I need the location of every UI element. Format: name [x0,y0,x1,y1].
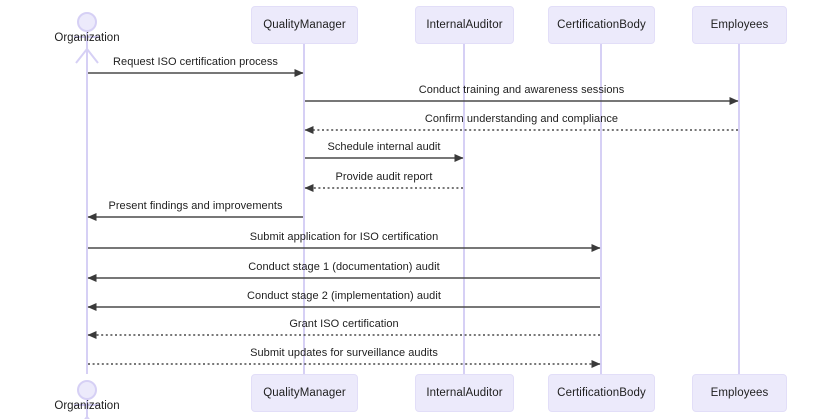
participant-box-employees-bottom[interactable]: Employees [692,374,787,412]
participant-label-qualitymanager: QualityManager [263,387,346,399]
participant-label-certificationbody: CertificationBody [557,387,646,399]
participant-label-internalauditor: InternalAuditor [426,19,503,31]
message-label-1: Request ISO certification process [113,56,278,68]
message-label-2: Conduct training and awareness sessions [418,84,625,96]
actor-label-organization-top: Organization [54,32,120,44]
actor-figure-organization-bottom [74,380,100,419]
participant-label-internalauditor: InternalAuditor [426,387,503,399]
message-label-5: Provide audit report [335,171,433,183]
participant-box-internalauditor-bottom[interactable]: InternalAuditor [415,374,514,412]
participant-label-employees: Employees [710,387,769,399]
message-label-8: Conduct stage 1 (documentation) audit [248,261,440,273]
participant-box-certificationbody-bottom[interactable]: CertificationBody [548,374,655,412]
message-label-10: Grant ISO certification [289,318,399,330]
message-arrows-group [87,69,739,368]
actor-figure-organization-top [74,12,100,64]
message-label-4: Schedule internal audit [327,141,441,153]
participant-box-qualitymanager-top[interactable]: QualityManager [251,6,358,44]
actor-label-organization-bottom: Organization [54,400,120,412]
participant-label-qualitymanager: QualityManager [263,19,346,31]
participant-box-employees-top[interactable]: Employees [692,6,787,44]
participant-label-certificationbody: CertificationBody [557,19,646,31]
lifelines-group [86,44,740,374]
message-label-11: Submit updates for surveillance audits [250,347,438,359]
actor-figures-group [74,12,100,419]
participant-box-qualitymanager-bottom[interactable]: QualityManager [251,374,358,412]
message-label-9: Conduct stage 2 (implementation) audit [247,290,441,302]
message-label-7: Submit application for ISO certification [249,231,439,243]
message-label-3: Confirm understanding and compliance [424,113,619,125]
participant-box-certificationbody-top[interactable]: CertificationBody [548,6,655,44]
participant-box-internalauditor-top[interactable]: InternalAuditor [415,6,514,44]
message-label-6: Present findings and improvements [108,200,283,212]
participant-label-employees: Employees [710,19,769,31]
